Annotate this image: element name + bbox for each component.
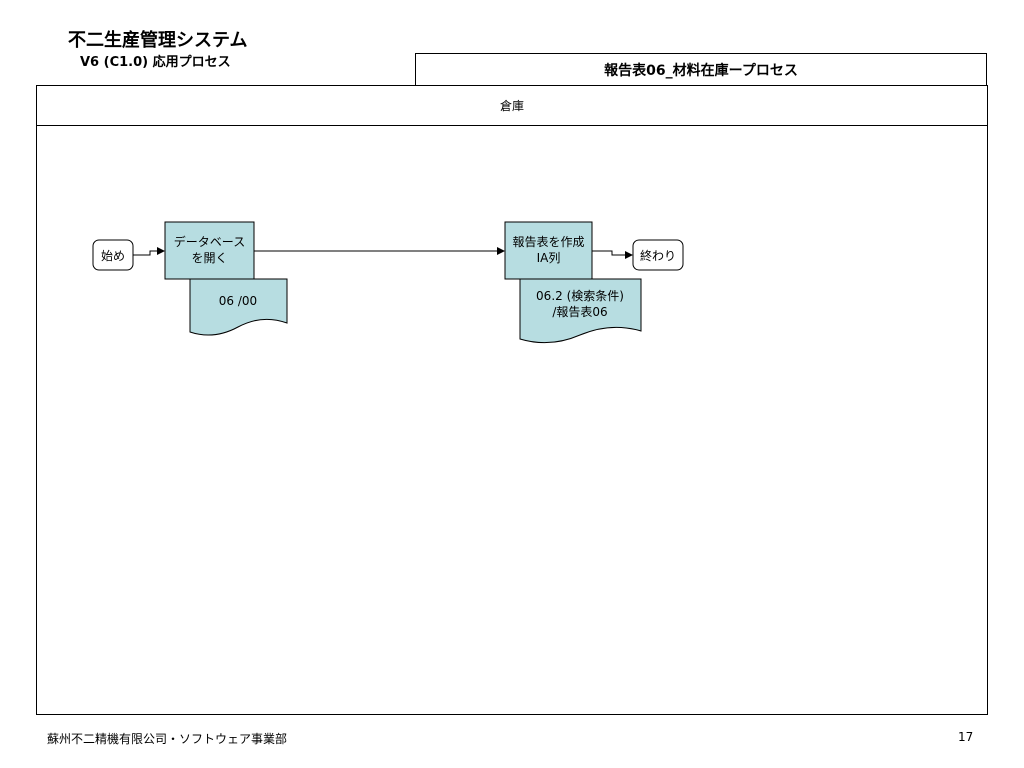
process-create-report-line1: 報告表を作成: [512, 235, 584, 249]
document-06-2-line2: /報告表06: [552, 305, 607, 319]
process-create-report-line2: IA列: [537, 251, 561, 265]
start-node: 始め: [92, 239, 134, 271]
document-06-00-label: 06 /00: [219, 294, 257, 308]
page-number: 17: [958, 730, 974, 744]
connector-start-to-open-db: [133, 247, 165, 256]
connector-create-report-to-end: [592, 250, 633, 259]
swimlane-frame: [36, 85, 988, 715]
version-subtitle: V6 (C1.0) 応用プロセス: [80, 55, 231, 70]
process-open-database: データベース を開く: [164, 221, 255, 280]
end-label: 終わり: [640, 248, 676, 263]
footer-company: 蘇州不二精機有限公司・ソフトウェア事業部: [47, 732, 288, 746]
process-open-database-line1: データベース: [174, 234, 245, 249]
process-open-database-line2: を開く: [191, 251, 227, 265]
process-create-report: 報告表を作成 IA列: [504, 221, 593, 280]
document-06-2-line1: 06.2 (検索条件): [536, 289, 624, 303]
system-title: 不二生産管理システム: [68, 30, 248, 51]
start-label: 始め: [101, 249, 125, 263]
end-node: 終わり: [632, 239, 684, 271]
lane-header: 倉庫: [36, 85, 988, 126]
document-06-2: 06.2 (検索条件) /報告表06: [519, 278, 642, 344]
document-06-00: 06 /00: [189, 278, 288, 336]
report-title: 報告表06_材料在庫ープロセス: [415, 53, 987, 85]
